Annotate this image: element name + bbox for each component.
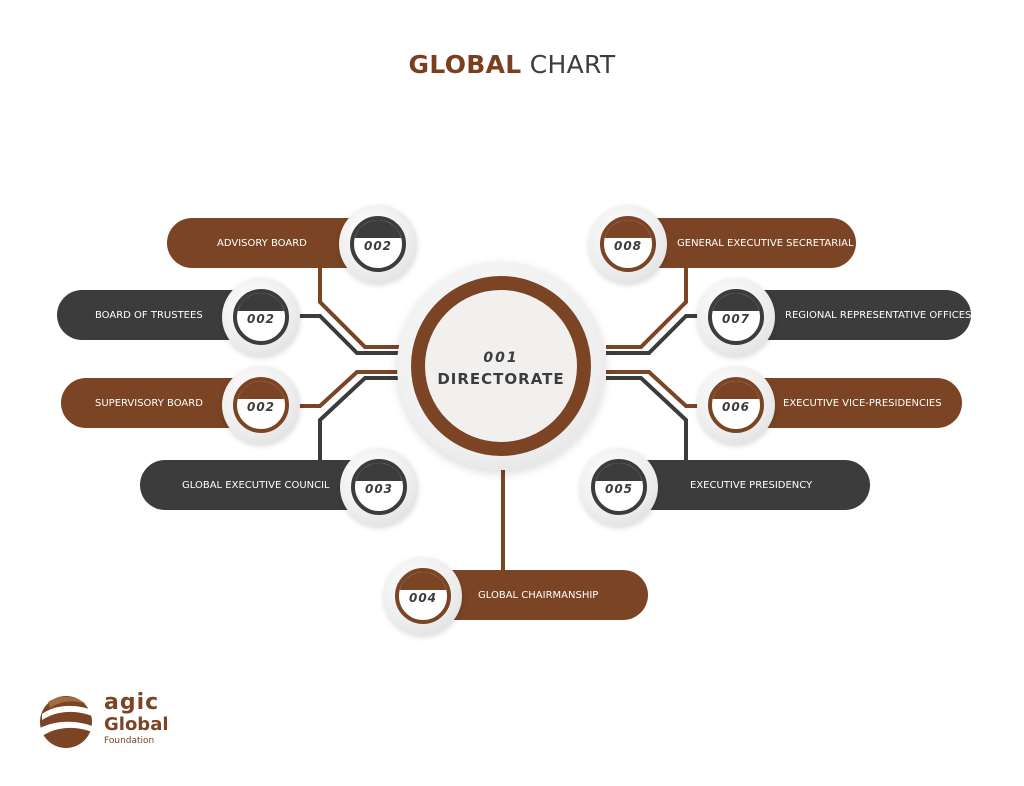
- node-executive-vice-presidencies: EXECUTIVE VICE-PRESIDENCIES: [740, 378, 962, 428]
- badge-cap-shape: [237, 293, 285, 311]
- node-number: 008: [613, 239, 643, 253]
- logo-text-foundation: Foundation: [104, 736, 155, 746]
- node-general-executive-secretarial: GENERAL EXECUTIVE SECRETARIAL: [630, 218, 856, 268]
- connector-board-of-trustees: [290, 314, 400, 355]
- connector-general-executive-secretarial: [606, 262, 688, 349]
- node-number: 006: [721, 400, 751, 414]
- node-executive-presidency: EXECUTIVE PRESIDENCY: [622, 460, 870, 510]
- node-label: EXECUTIVE VICE-PRESIDENCIES: [783, 397, 942, 409]
- node-number: 005: [604, 482, 634, 496]
- foundation-logo: agic Global Foundation: [36, 690, 196, 760]
- node-number: 002: [363, 239, 393, 253]
- chart-title-emphasis: GLOBAL: [408, 50, 522, 79]
- node-label: GENERAL EXECUTIVE SECRETARIAL: [677, 237, 854, 249]
- node-badge-board-of-trustees: 002: [222, 278, 300, 356]
- center-number: 001: [483, 350, 519, 366]
- badge-cap-shape: [399, 572, 447, 590]
- node-badge-executive-vice-presidencies: 006: [697, 366, 775, 444]
- node-label: EXECUTIVE PRESIDENCY: [690, 479, 813, 491]
- center-node-directorate: 001 DIRECTORATE: [397, 262, 605, 470]
- node-label: ADVISORY BOARD: [217, 237, 307, 249]
- node-badge-global-executive-council: 003: [340, 448, 418, 526]
- badge-cap-shape: [237, 381, 285, 399]
- logo-text-agic: agic: [104, 690, 160, 715]
- connector-global-executive-council: [318, 376, 400, 460]
- node-badge-regional-representative-offices: 007: [697, 278, 775, 356]
- logo-emblem-icon: [40, 696, 92, 748]
- chart-title: GLOBAL CHART: [0, 50, 1024, 79]
- node-regional-representative-offices: REGIONAL REPRESENTATIVE OFFICES: [740, 290, 971, 340]
- node-badge-global-chairmanship: 004: [384, 557, 462, 635]
- chart-title-rest: CHART: [529, 50, 616, 79]
- badge-cap-shape: [712, 381, 760, 399]
- node-number: 002: [246, 400, 276, 414]
- center-ring: 001 DIRECTORATE: [411, 276, 591, 456]
- connector-supervisory-board: [290, 370, 400, 408]
- node-badge-supervisory-board: 002: [222, 366, 300, 444]
- center-label: DIRECTORATE: [437, 370, 565, 388]
- node-badge-executive-presidency: 005: [580, 448, 658, 526]
- node-label: BOARD OF TRUSTEES: [95, 309, 203, 321]
- node-label: REGIONAL REPRESENTATIVE OFFICES: [785, 309, 972, 321]
- badge-cap-shape: [604, 220, 652, 238]
- logo-text-global: Global: [104, 714, 169, 735]
- node-label: GLOBAL CHAIRMANSHIP: [478, 589, 599, 601]
- node-badge-advisory-board: 002: [339, 205, 417, 283]
- badge-cap-shape: [354, 220, 402, 238]
- node-label: SUPERVISORY BOARD: [95, 397, 203, 409]
- badge-cap-shape: [595, 463, 643, 481]
- connector-advisory-board: [318, 262, 400, 349]
- badge-cap-shape: [712, 293, 760, 311]
- connector-executive-presidency: [606, 376, 688, 460]
- node-number: 003: [364, 482, 394, 496]
- node-number: 004: [408, 591, 438, 605]
- node-number: 002: [246, 312, 276, 326]
- node-number: 007: [721, 312, 751, 326]
- node-badge-general-executive-secretarial: 008: [589, 205, 667, 283]
- node-label: GLOBAL EXECUTIVE COUNCIL: [182, 479, 330, 491]
- badge-cap-shape: [355, 463, 403, 481]
